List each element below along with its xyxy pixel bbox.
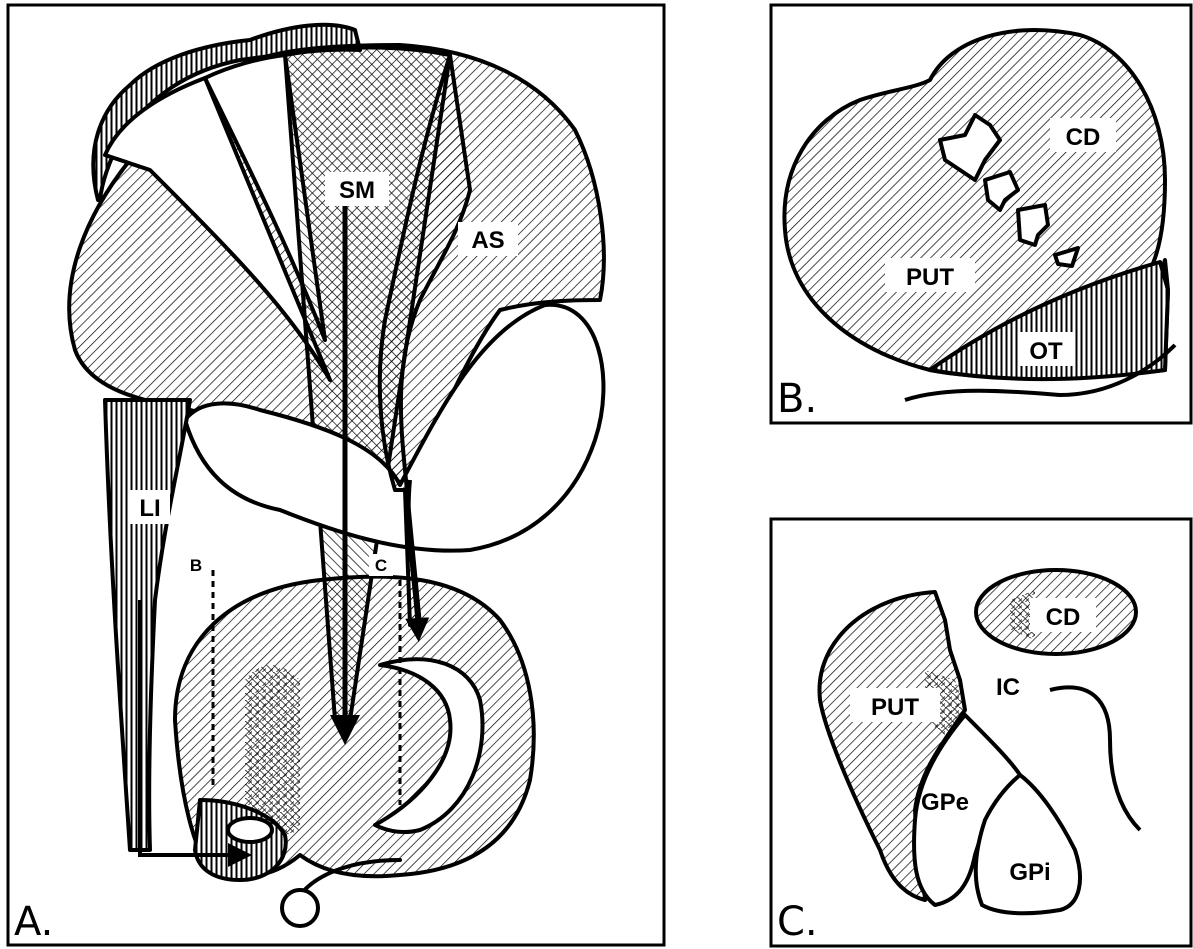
b-label-ot: OT: [1018, 332, 1074, 366]
panel-b: CD PUT OT B.: [771, 5, 1191, 423]
label-as: AS: [458, 222, 518, 256]
svg-text:B: B: [190, 556, 202, 575]
svg-text:CD: CD: [1046, 604, 1081, 631]
svg-text:LI: LI: [139, 495, 160, 522]
label-sm: SM: [325, 172, 389, 206]
panel-c-letter: C.: [777, 899, 818, 945]
c-label-gpi: GPi: [1009, 859, 1050, 886]
svg-text:PUT: PUT: [906, 264, 954, 291]
svg-text:OT: OT: [1029, 338, 1063, 365]
c-label-put: PUT: [850, 688, 940, 722]
b-label-cd: CD: [1050, 118, 1116, 152]
panel-c: CD PUT IC GPe GPi C.: [771, 519, 1191, 946]
b-label-put: PUT: [885, 258, 975, 292]
svg-text:CD: CD: [1066, 124, 1101, 151]
panel-a: SM AS LI B C A.: [8, 5, 664, 945]
svg-text:GPi: GPi: [1009, 859, 1050, 886]
svg-text:C: C: [375, 556, 387, 575]
svg-text:IC: IC: [996, 674, 1020, 701]
c-label-gpe: GPe: [921, 789, 969, 816]
ventral-striatum-hole: [228, 818, 272, 842]
amygdala-circle: [282, 890, 318, 926]
c-label-cd: CD: [1030, 598, 1096, 632]
svg-text:PUT: PUT: [871, 694, 919, 721]
svg-text:SM: SM: [339, 177, 375, 204]
svg-text:AS: AS: [471, 227, 504, 254]
panel-a-letter: A.: [14, 899, 53, 945]
label-li: LI: [130, 490, 170, 524]
c-label-ic: IC: [996, 674, 1020, 701]
label-section-b: B: [185, 554, 207, 576]
svg-text:GPe: GPe: [921, 789, 969, 816]
label-section-c: C: [369, 554, 393, 576]
panel-b-letter: B.: [777, 376, 817, 422]
